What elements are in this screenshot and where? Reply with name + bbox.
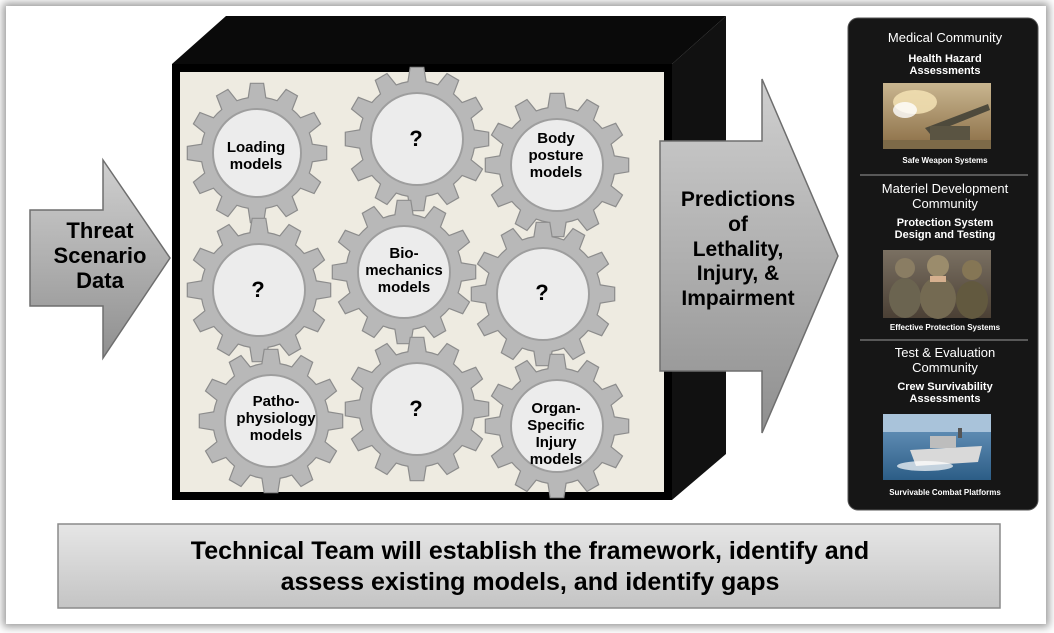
threat-scenario-label: Threat Scenario Data bbox=[53, 218, 147, 294]
boat-photo bbox=[883, 414, 991, 480]
gears-group bbox=[186, 66, 630, 499]
community-caption-materiel: Effective Protection Systems bbox=[889, 323, 1001, 332]
threat-arrow bbox=[29, 157, 171, 361]
gear-3 bbox=[484, 92, 630, 238]
predictions-arrow bbox=[659, 78, 839, 434]
community-caption-test-eval: Survivable Combat Platforms bbox=[889, 488, 1001, 497]
footer-statement: Technical Team will establish the framew… bbox=[190, 537, 870, 597]
gear-label-unknown-4: ? bbox=[409, 396, 423, 421]
gear-5 bbox=[331, 199, 477, 345]
gear-1 bbox=[186, 82, 328, 224]
artillery-photo bbox=[883, 83, 991, 149]
gear-label-unknown-1: ? bbox=[409, 126, 423, 151]
predictions-label: Predictions of Lethality, Injury, & Impa… bbox=[680, 188, 796, 311]
gear-6 bbox=[470, 221, 616, 367]
footer-bar bbox=[57, 523, 1001, 609]
gear-2 bbox=[344, 66, 490, 212]
community-title-medical: Medical Community bbox=[887, 30, 1003, 45]
gear-label-unknown-3: ? bbox=[535, 280, 549, 305]
community-caption-medical: Safe Weapon Systems bbox=[902, 156, 988, 165]
gear-7 bbox=[198, 348, 344, 494]
soldiers-photo bbox=[883, 250, 991, 319]
model-box-top bbox=[172, 16, 726, 64]
gear-9 bbox=[484, 353, 630, 499]
gear-4 bbox=[186, 217, 332, 363]
gear-label-unknown-2: ? bbox=[251, 277, 265, 302]
gear-8 bbox=[344, 336, 490, 482]
